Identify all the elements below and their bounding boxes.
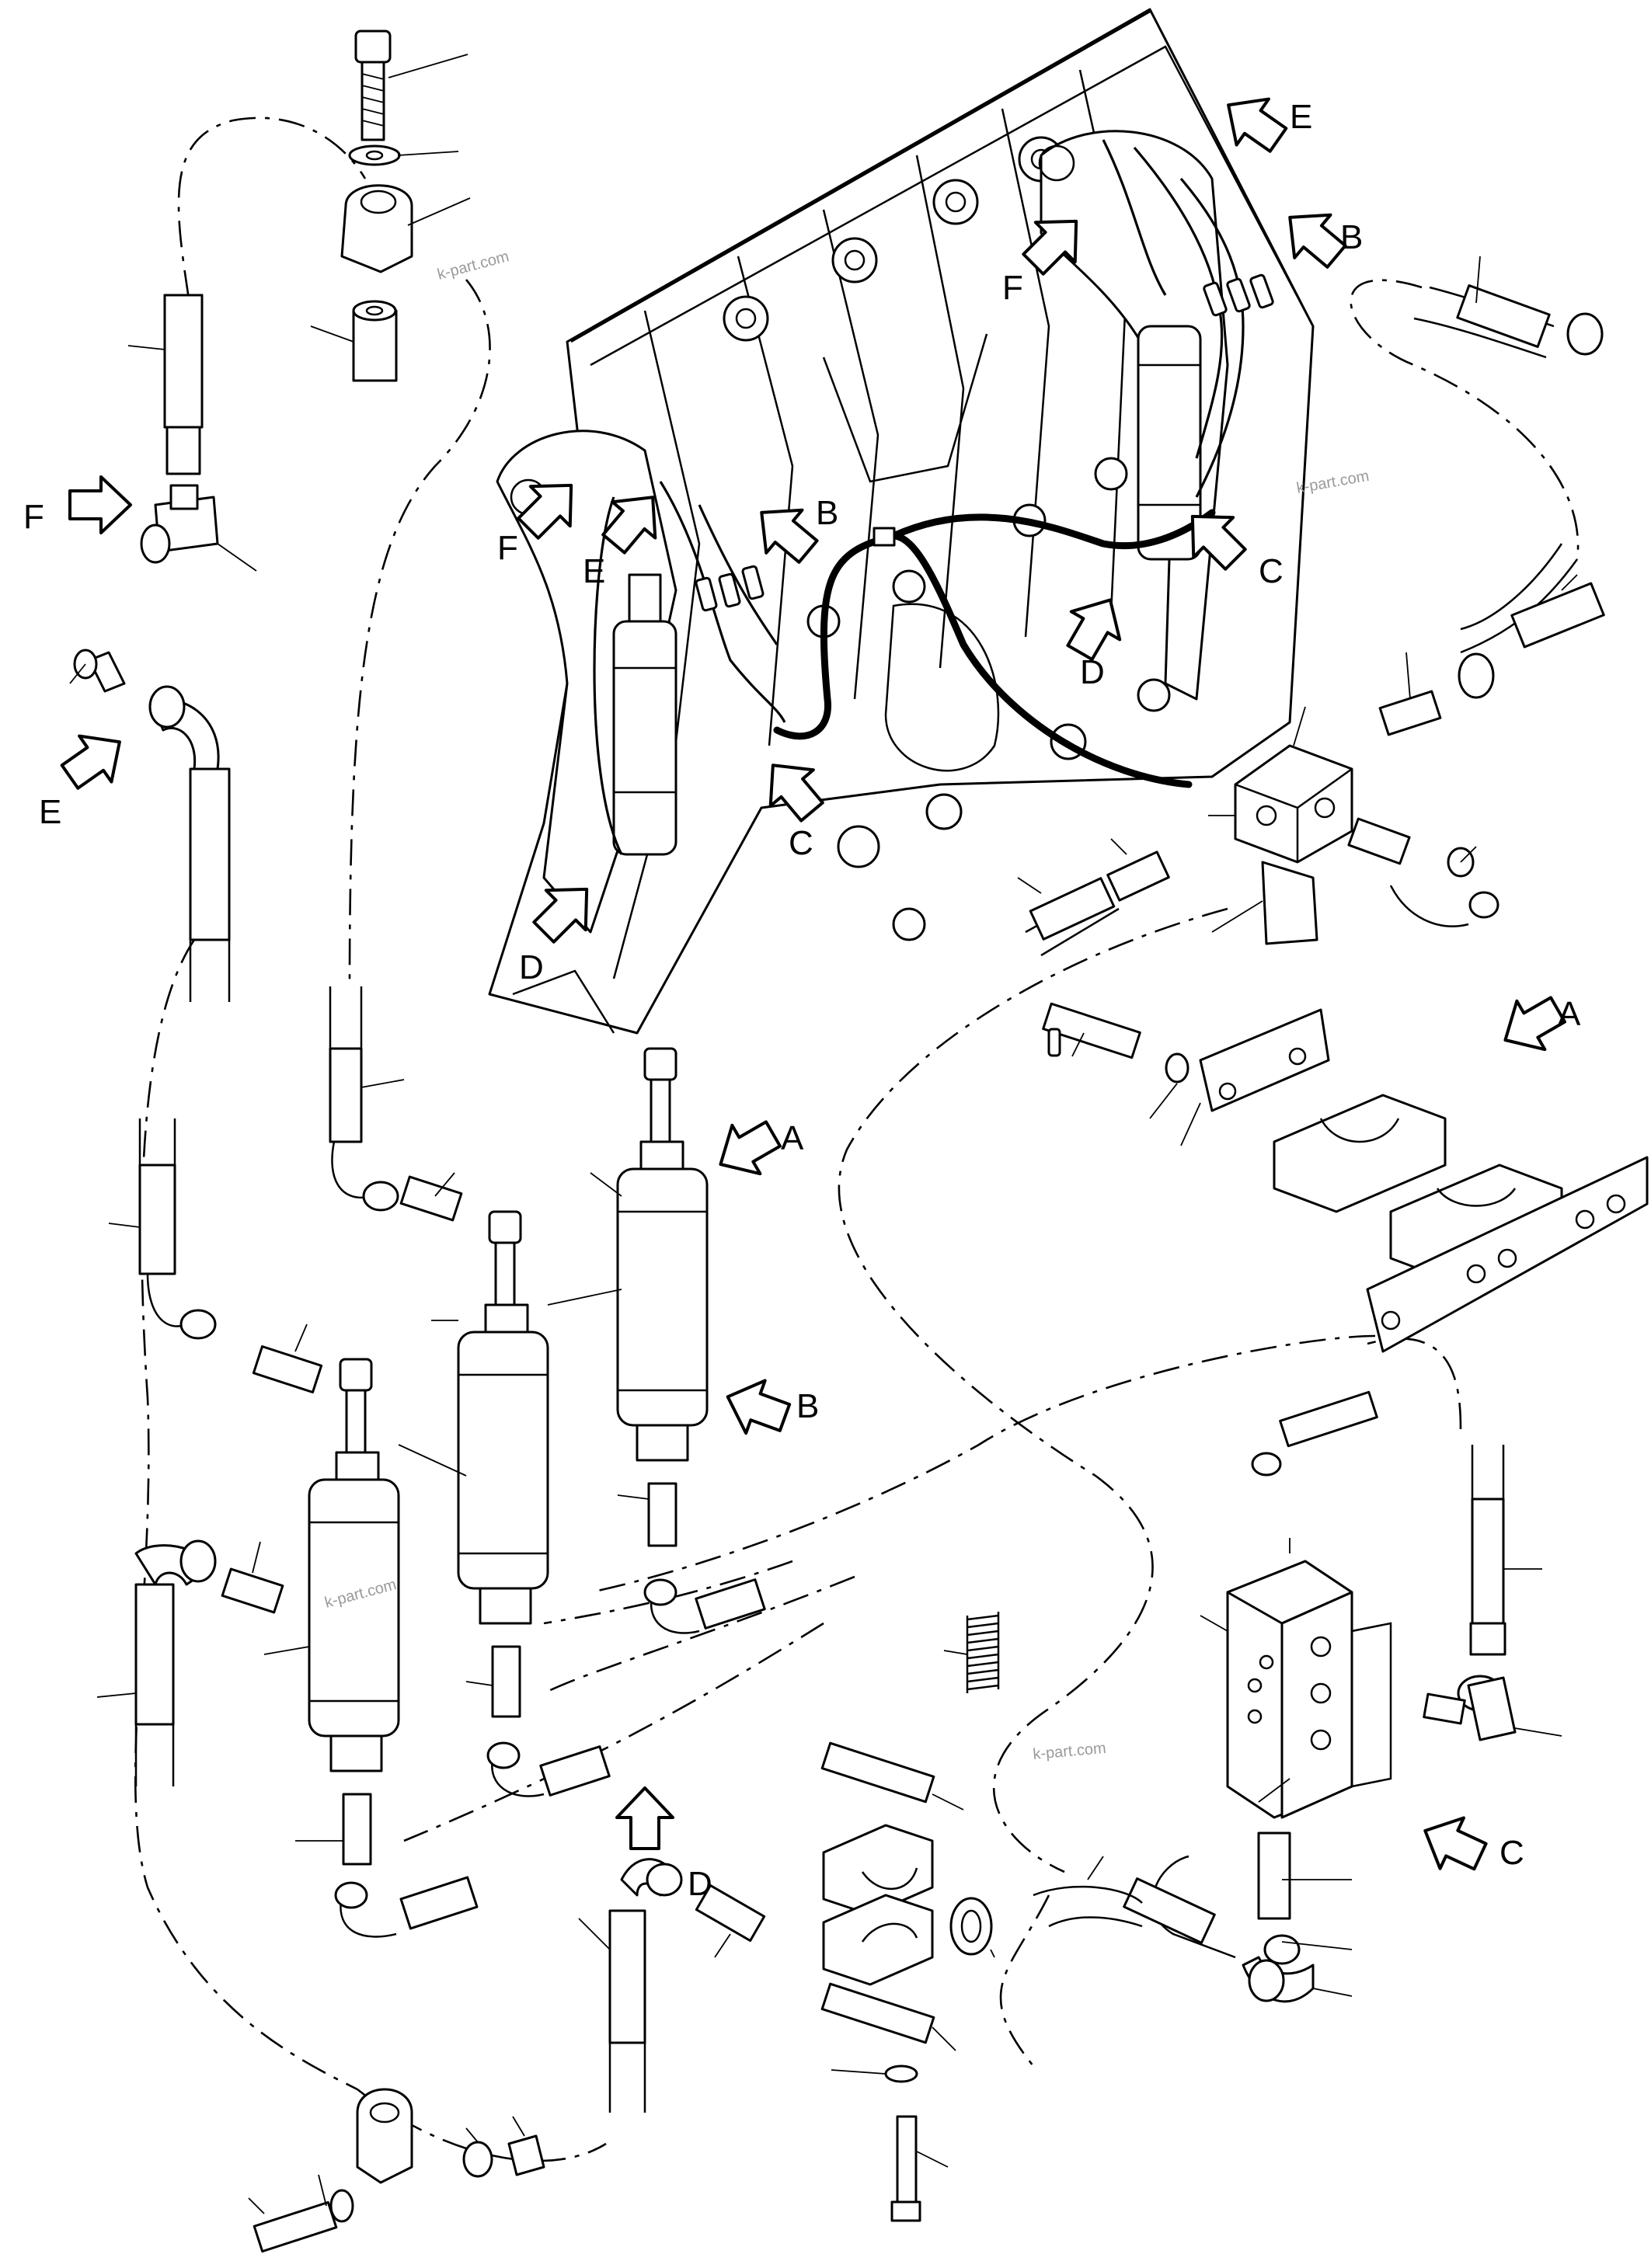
mounting-block [1208,706,1353,864]
label-f-frame-left: F [497,529,518,567]
label-c-frame-right: C [1259,552,1284,590]
attachment-frame [488,8,1315,1035]
label-e-frame-left: E [583,552,605,590]
arrow-e-left [52,717,138,802]
label-b-cylinder: B [796,1387,819,1425]
lower-left-elbow-hose [96,1539,284,1786]
label-b-frame-left: B [816,494,838,532]
damper-cylinder-a [590,1047,766,1634]
valve-block-c [1200,1390,1392,1819]
label-c-valve: C [1499,1834,1524,1872]
arrow-b-cylinder [716,1369,796,1445]
view-letter-labels: F E F E B C D E F B C D A A B C D [23,98,1581,1903]
label-b-frame-right: B [1340,218,1363,256]
lower-right-fittings [1033,1831,1353,2003]
label-e-left: E [39,793,61,831]
lower-left-clamp-hardware [248,2088,545,2253]
label-d-frame-right: D [1080,653,1105,691]
right-middle-hose [1378,543,1605,736]
damper-cylinder-c [263,1358,479,1938]
center-hose-upper [329,986,463,1222]
frame-left-cylinder [612,573,677,856]
arrow-a-cylinder [705,1108,789,1191]
arrow-d-lower [615,1786,674,1850]
left-hose-with-tee [127,294,257,572]
clamp-assembly-a [1042,1002,1649,1353]
arrow-e-frame-right [1210,80,1296,165]
block-fittings [1347,817,1499,927]
lower-center-elbow-hose [578,1858,766,2113]
right-lower-hose-tee [1423,1445,1562,1741]
left-long-hose [108,1118,323,1393]
label-f-left: F [23,498,44,536]
terminal-connectors [695,273,1274,612]
label-e-frame-right: E [1290,98,1312,136]
watermark-frame: k-part.com [1295,468,1371,497]
wiring-harness [593,139,1245,855]
damper-cylinder-b [431,1210,622,1797]
top-left-clamp-assembly [310,30,471,382]
right-top-hose [1413,256,1604,359]
label-c-frame-left: C [789,824,813,862]
label-d-frame-left: D [519,948,544,986]
right-angled-hose [1017,838,1170,957]
label-f-frame-right: F [1002,269,1023,307]
label-a-clamp: A [1558,995,1581,1033]
left-elbow-hose [69,649,231,1002]
center-clamp-stack [820,1741,995,2222]
coil-spring [943,1612,1000,1693]
wedge-plate [1211,861,1318,945]
arrow-c-valve [1412,1804,1494,1884]
arrow-f-left [68,475,132,534]
watermark-top-left: k-part.com [436,248,511,284]
label-d-lower: D [688,1865,712,1903]
frame-bosses [806,457,1171,941]
label-a-cylinder: A [781,1119,804,1157]
watermark-center: k-part.com [1033,1740,1107,1763]
